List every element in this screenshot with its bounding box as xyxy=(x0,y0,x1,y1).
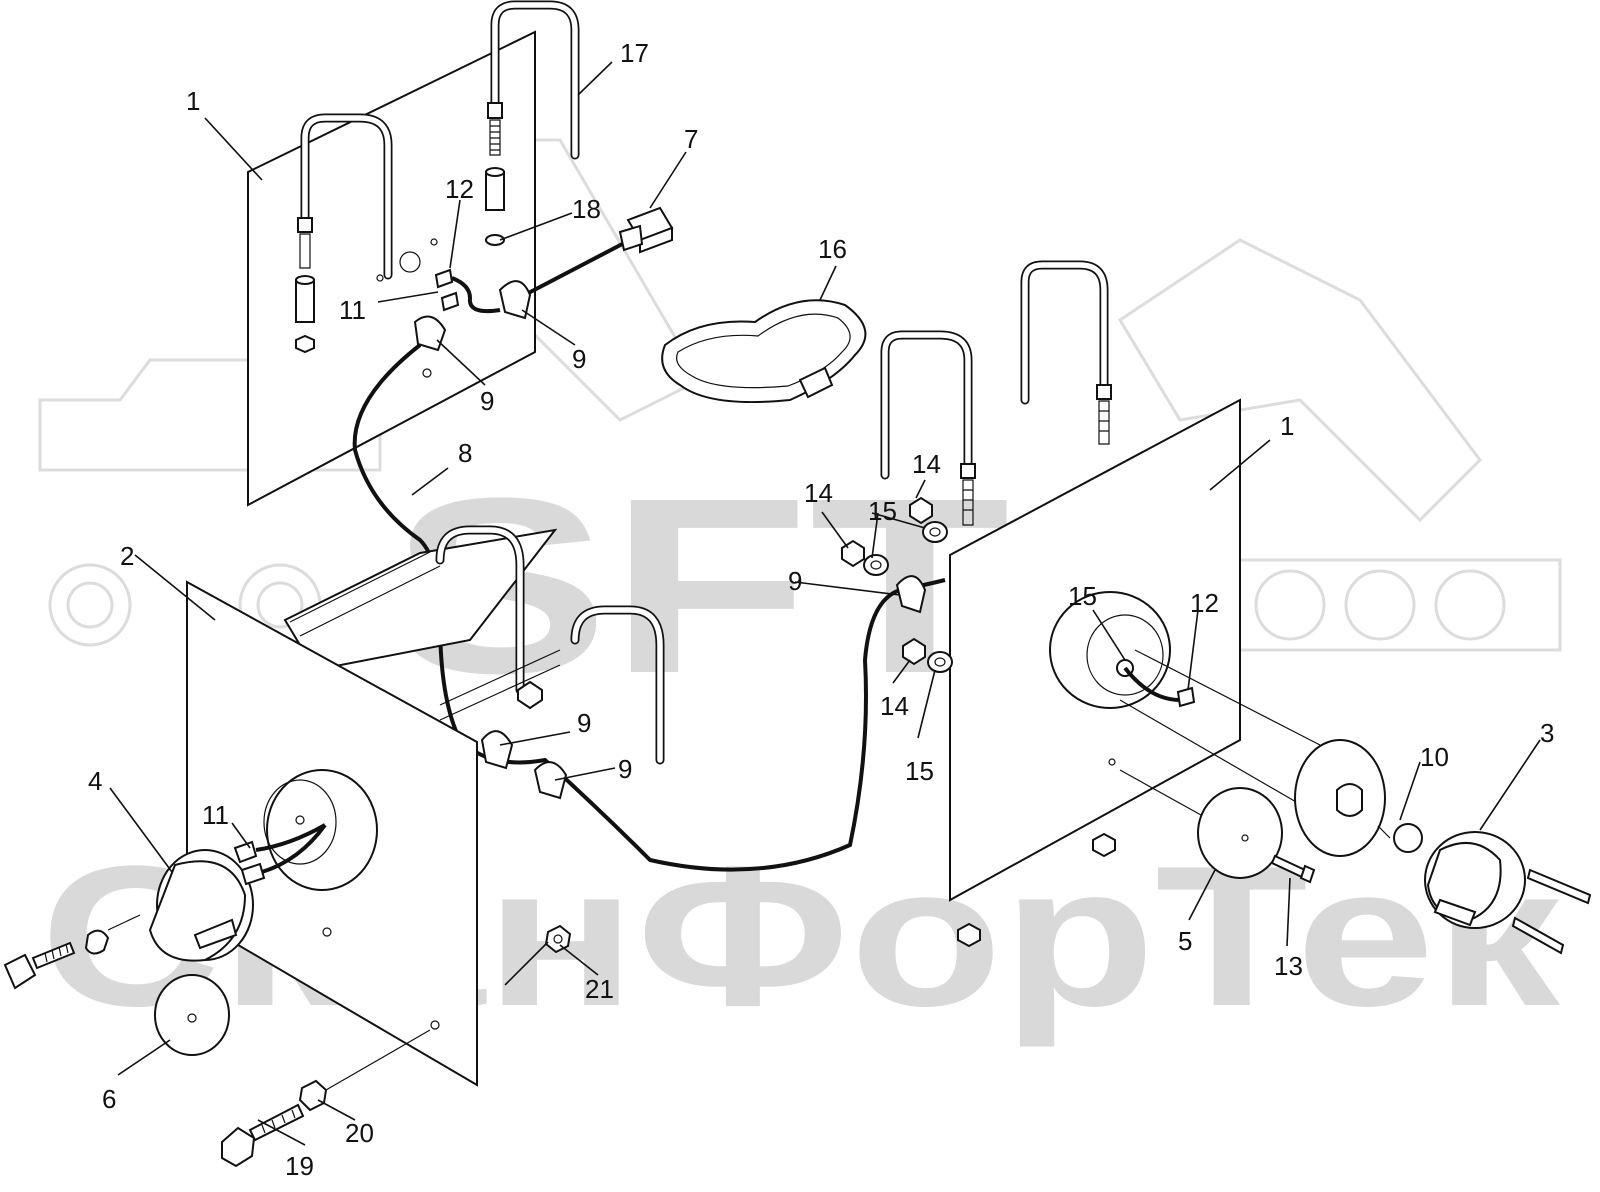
washers-nuts xyxy=(841,496,1116,948)
callout-13: 13 xyxy=(1274,951,1303,981)
callout-19: 18 xyxy=(572,194,601,224)
leader-lines xyxy=(109,61,1541,1146)
lamp-4 xyxy=(148,823,327,962)
callout-10: 10 xyxy=(1420,742,1449,772)
lamp-housing-right-16 xyxy=(1049,591,1321,821)
callout-9e: 9 xyxy=(618,754,632,784)
callout-labels: 1 1 2 3 4 5 6 7 8 9 9 9 9 9 10 11 11 12 … xyxy=(88,38,1554,1181)
u-bolt-upper-left xyxy=(295,113,393,354)
callout-4: 4 xyxy=(88,766,102,796)
callout-16: 15 xyxy=(1068,581,1097,611)
callout-9c: 9 xyxy=(788,566,802,596)
callout-9b: 9 xyxy=(480,386,494,416)
callout-11b: 11 xyxy=(202,800,229,830)
callout-18: 17 xyxy=(620,38,649,68)
callout-21b: 21 xyxy=(585,974,614,1004)
cable-clamps-left xyxy=(480,730,568,800)
callout-12b: 12 xyxy=(1190,588,1219,618)
callout-11a: 11 xyxy=(339,295,366,325)
callout-1b: 1 xyxy=(1280,411,1294,441)
callout-21a: 20 xyxy=(345,1118,374,1148)
callout-15b: 15 xyxy=(905,756,934,786)
callout-6: 6 xyxy=(102,1084,116,1114)
screw-13 xyxy=(1270,854,1316,884)
bolt-nut-left xyxy=(3,914,141,990)
lens-6 xyxy=(154,974,230,1056)
callout-3: 3 xyxy=(1540,718,1554,748)
callout-14a: 14 xyxy=(804,478,833,508)
u-bolt-top xyxy=(485,0,580,246)
callout-5: 5 xyxy=(1178,926,1192,956)
lamp-3 xyxy=(1424,831,1592,955)
callout-17: 16 xyxy=(818,234,847,264)
bolt-20-nut-21 xyxy=(221,1029,431,1168)
saddle-strap-17 xyxy=(661,299,867,404)
callout-9d: 9 xyxy=(577,708,591,738)
callout-1a: 1 xyxy=(186,86,200,116)
watermark-machinery-outline xyxy=(38,138,1562,652)
callout-7: 7 xyxy=(684,124,698,154)
callout-14c: 14 xyxy=(880,691,909,721)
cable-clamps-upper xyxy=(413,280,532,352)
callout-14b: 14 xyxy=(912,449,941,479)
callout-8: 8 xyxy=(458,438,472,468)
bezel-10 xyxy=(1294,739,1423,857)
callout-12a: 12 xyxy=(445,174,474,204)
callout-9a: 9 xyxy=(572,344,586,374)
callout-20: 19 xyxy=(285,1151,314,1181)
terminals-upper xyxy=(434,268,501,314)
frame-rails xyxy=(283,525,665,765)
connector-7 xyxy=(514,206,674,302)
callout-15a: 15 xyxy=(868,496,897,526)
lens-5 xyxy=(1197,787,1283,879)
u-bolts-right xyxy=(880,260,1112,526)
callout-2: 2 xyxy=(120,541,134,571)
